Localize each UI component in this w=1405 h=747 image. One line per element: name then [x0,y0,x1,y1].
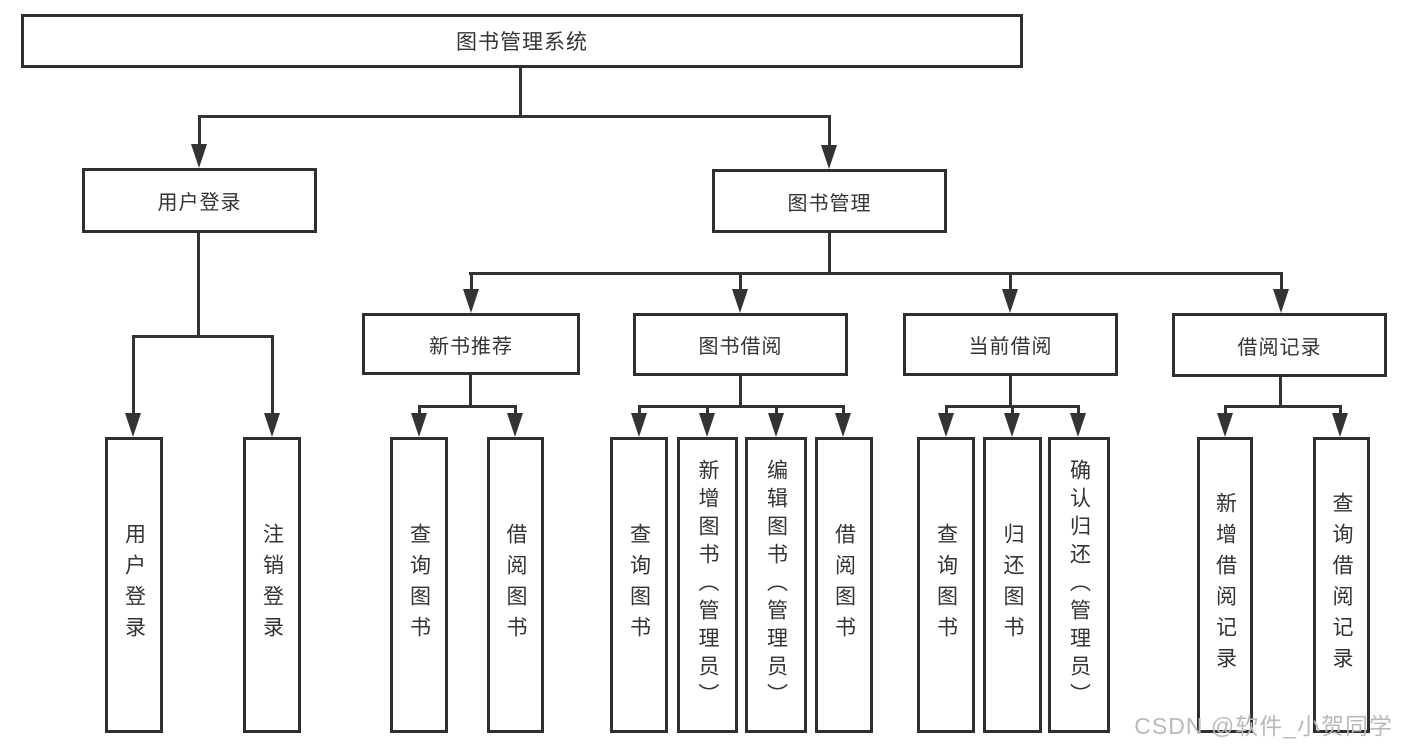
arrow-down-icon [1070,413,1086,437]
arrow-down-icon [699,413,715,437]
connector-line [1279,377,1282,406]
connector-line [469,272,1283,275]
arrow-down-icon [463,289,479,313]
connector-line [1224,405,1227,415]
connector-line [1009,376,1012,406]
connector-line [945,405,948,415]
node-query-books-borrow: 查询图书 [610,437,668,733]
connector-line [198,115,201,146]
node-label: 归还图书 [1001,523,1024,647]
node-label: 查询借阅记录 [1330,492,1353,678]
arrow-down-icon [1004,413,1020,437]
connector-line [514,405,517,415]
connector-line [842,405,845,415]
node-query-books-current: 查询图书 [917,437,975,733]
node-current-borrowing: 当前借阅 [903,313,1118,376]
connector-line [418,405,517,408]
node-return-books: 归还图书 [983,437,1042,733]
arrow-down-icon [1217,413,1233,437]
connector-line [638,405,845,408]
connector-line [132,335,135,415]
node-label: 图书管理系统 [456,31,588,54]
node-label: 用户登录 [157,192,242,214]
node-label: 图书管理 [787,192,872,215]
connector-line [469,375,472,406]
connector-line [1011,405,1014,415]
node-label: 新增图书（管理员） [696,459,719,711]
node-label: 借阅记录 [1237,336,1322,359]
connector-line [706,405,709,415]
node-user-login: 用户登录 [82,168,317,233]
connector-line [470,272,473,291]
connector-line [418,405,421,415]
connector-line [271,335,274,415]
node-logout: 注销登录 [243,437,301,733]
arrow-down-icon [821,145,837,169]
node-label: 借阅图书 [504,523,527,647]
node-label: 当前借阅 [968,336,1053,358]
node-label: 编辑图书（管理员） [764,459,788,711]
connector-line [775,405,778,415]
node-label: 新增借阅记录 [1213,492,1237,678]
connector-line [519,68,522,117]
arrow-down-icon [507,413,523,437]
node-book-management: 图书管理 [712,169,947,233]
node-label: 图书借阅 [698,336,783,358]
connector-line [739,376,742,406]
node-label: 查询图书 [407,523,431,647]
arrow-down-icon [264,413,280,437]
node-edit-books-admin: 编辑图书（管理员） [745,437,807,733]
connector-line [638,405,641,415]
arrow-down-icon [768,413,784,437]
node-borrowing-records: 借阅记录 [1172,313,1387,377]
arrow-down-icon [938,413,954,437]
arrow-down-icon [631,413,647,437]
connector-line [197,233,200,335]
connector-line [828,233,831,274]
connector-line [1224,405,1342,408]
node-query-borrow-record: 查询借阅记录 [1313,437,1370,733]
node-new-book-recommendation: 新书推荐 [362,313,580,375]
node-library-management-system: 图书管理系统 [21,14,1023,68]
arrow-down-icon [732,289,748,313]
node-add-books-admin: 新增图书（管理员） [677,437,738,733]
node-add-borrow-record: 新增借阅记录 [1197,437,1253,733]
arrow-down-icon [191,144,207,168]
node-label: 新书推荐 [429,335,513,358]
connector-line [198,115,831,118]
arrow-down-icon [1332,413,1348,437]
node-label: 用户登录 [122,523,146,647]
node-label: 注销登录 [260,523,284,647]
connector-line [739,272,742,291]
node-borrow-books-recommend: 借阅图书 [487,437,544,733]
connector-line [828,115,831,146]
node-book-borrowing: 图书借阅 [633,313,848,376]
arrow-down-icon [1273,289,1289,313]
node-label: 查询图书 [934,523,958,647]
node-label: 确认归还（管理员） [1067,459,1091,711]
node-confirm-return-admin: 确认归还（管理员） [1048,437,1110,733]
node-query-books-recommend: 查询图书 [390,437,448,733]
csdn-watermark: CSDN @软件_小贺同学 [1134,713,1393,739]
connector-line [1280,272,1283,291]
arrow-down-icon [835,413,851,437]
arrow-down-icon [125,413,141,437]
arrow-down-icon [411,413,427,437]
arrow-down-icon [1002,289,1018,313]
node-label: 借阅图书 [832,523,856,647]
connector-line [132,335,274,338]
node-label: 查询图书 [627,523,651,647]
connector-line [1009,272,1012,291]
connector-line [1339,405,1342,415]
node-borrow-books: 借阅图书 [815,437,873,733]
node-user-login-action: 用户登录 [105,437,163,733]
connector-line [1077,405,1080,415]
